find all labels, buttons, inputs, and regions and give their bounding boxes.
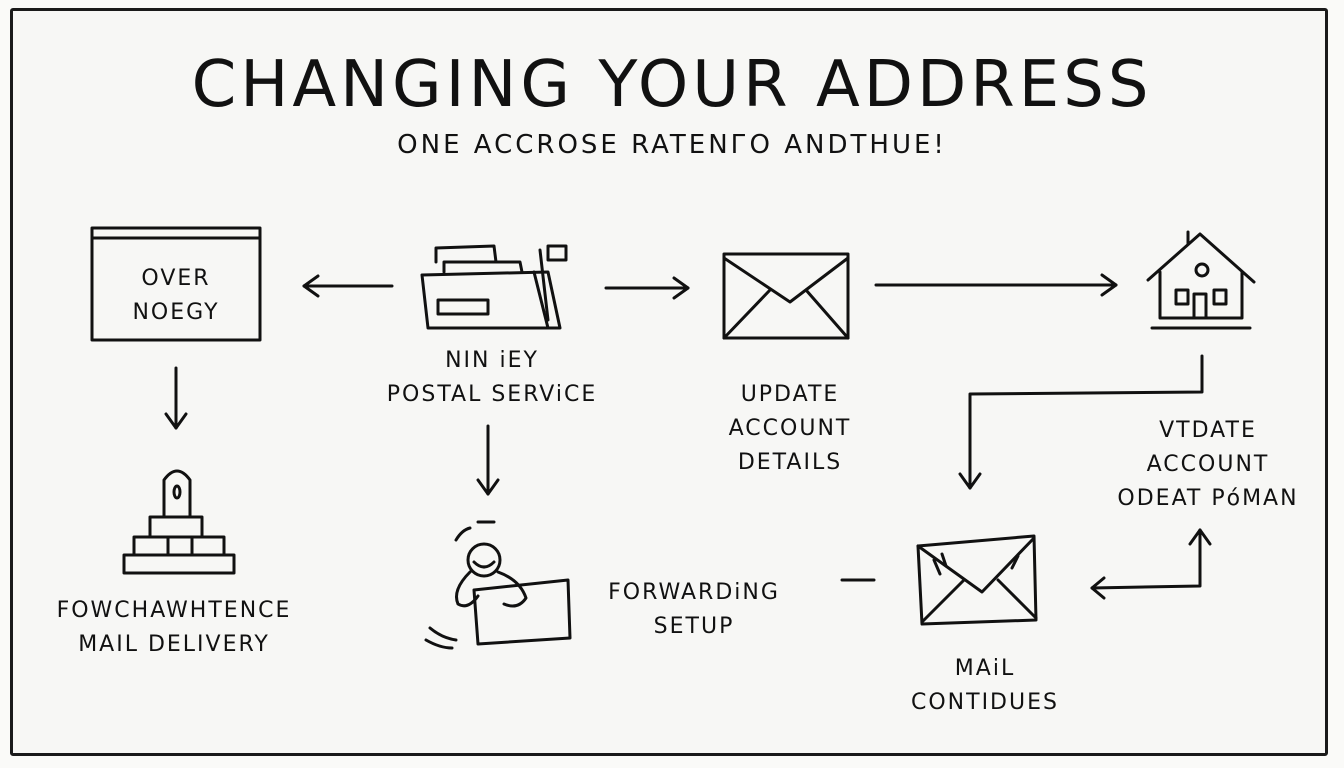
window-icon (90, 226, 262, 342)
label-line: ACCOUNT (728, 416, 852, 441)
label-postal-service: NIN iEY POSTAL SERViCE (360, 344, 624, 412)
label-forwarding-setup: FORWARDiNG SETUP (588, 576, 800, 644)
arrow-postal-down (476, 424, 500, 496)
arrow-window-down (164, 366, 188, 430)
label-line: FOWCHAWHTENCE (56, 598, 292, 623)
label-line: MAiL (954, 656, 1016, 681)
arrow-house-to-mail (958, 354, 1204, 490)
diagram-title: CHANGING YOUR ADDRESS (191, 48, 1153, 122)
label-line: UPDATE (740, 382, 840, 407)
label-mail-delivery: FOWCHAWHTENCE MAIL DELIVERY (28, 594, 320, 662)
label-line: DETAILS (737, 450, 843, 475)
label-line: POSTAL SERViCE (386, 382, 598, 407)
person-with-box-icon (424, 520, 572, 650)
label-line: SETUP (653, 614, 735, 639)
label-line: NIN iEY (445, 348, 539, 373)
post-office-icon (420, 244, 568, 330)
label-line: VTDATE (1159, 418, 1257, 443)
arrow-postal-to-envelope (604, 276, 690, 300)
label-line: ACCOUNT (1146, 452, 1270, 477)
diagram-subtitle: ONE ACCROSE RATENГО ANDTHUE! (397, 130, 947, 160)
label-over-noegy: OVER NOEGY (92, 262, 260, 330)
diagram-frame (10, 8, 1328, 756)
house-icon (1146, 230, 1256, 330)
label-mail-continues: MAiL CONTIDUES (890, 652, 1080, 720)
open-envelope-icon (916, 534, 1038, 626)
label-line: CONTIDUES (911, 690, 1059, 715)
label-vtdate-account: VTDATE ACCOUNT ODEAT PόMAN (1092, 414, 1324, 516)
mailbox-stand-icon (122, 469, 236, 575)
arrow-postal-to-window (302, 274, 394, 298)
label-line: NOEGY (132, 300, 220, 325)
label-line: FORWARDiNG (608, 580, 780, 605)
label-line: OVER (141, 266, 211, 291)
label-update-account-details: UPDATE ACCOUNT DETAILS (700, 378, 880, 480)
label-line: MAIL DELIVERY (78, 632, 270, 657)
arrow-envelope-to-house (874, 273, 1118, 297)
label-line: ODEAT PόMAN (1117, 486, 1299, 511)
arrow-mail-to-account (1090, 528, 1212, 600)
envelope-icon (722, 252, 850, 340)
